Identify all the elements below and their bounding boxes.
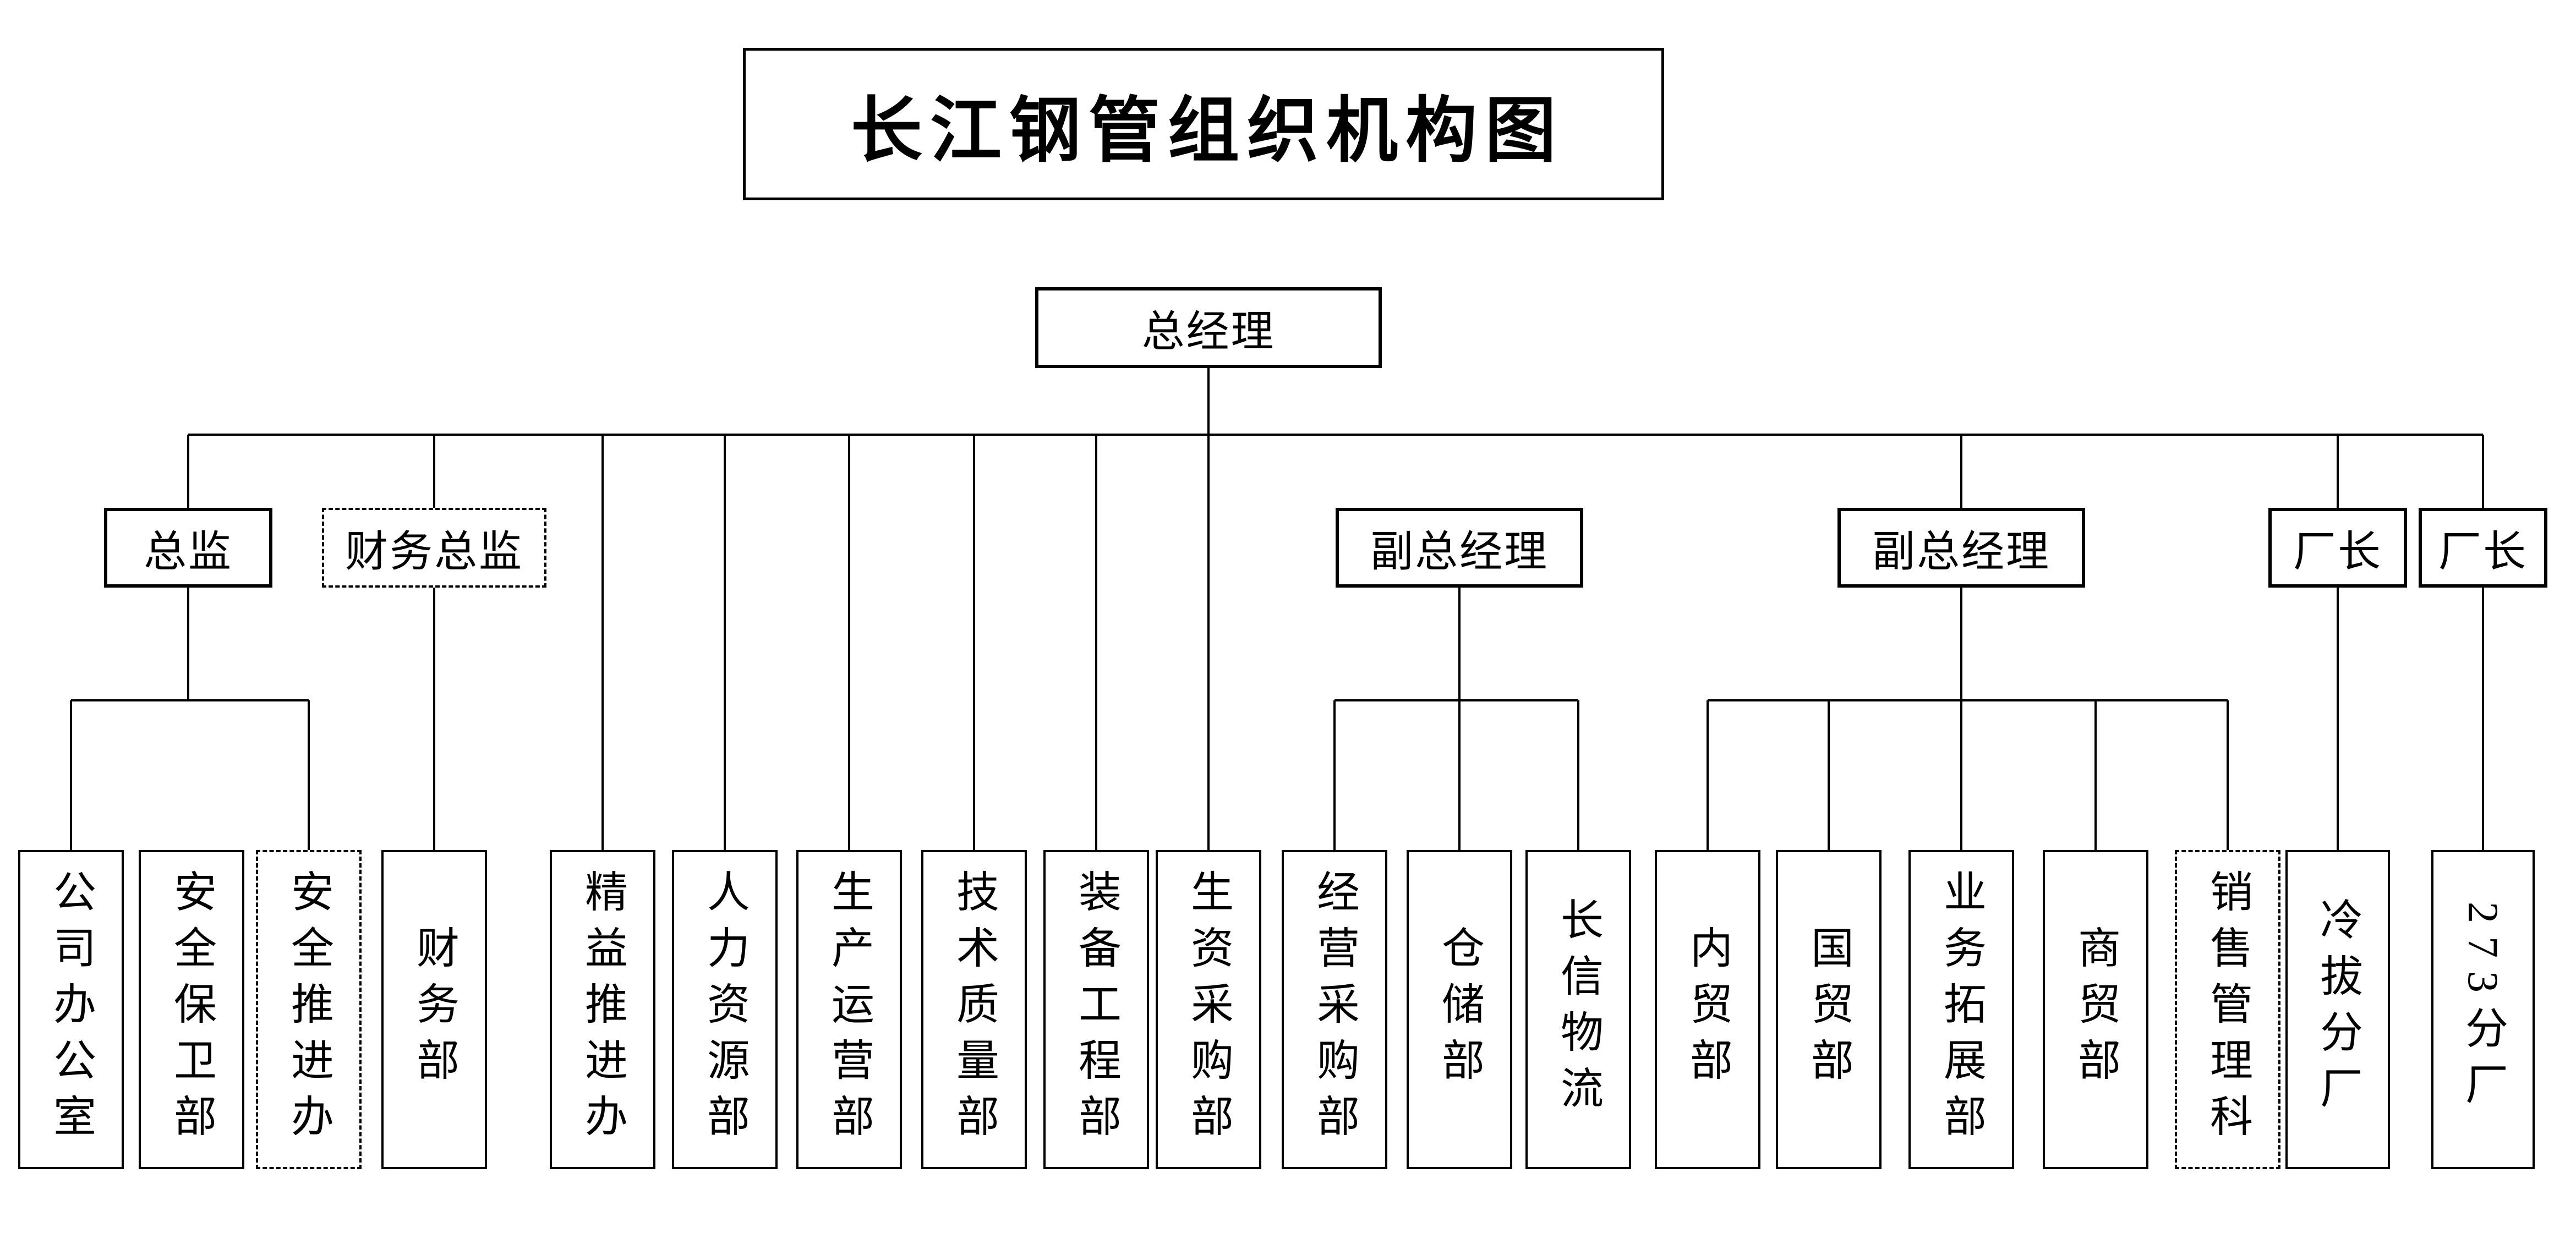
dept-label: 安全推进办: [285, 869, 333, 1150]
node-label: 厂长: [2438, 527, 2528, 575]
dept-business-development: 业务拓展部: [1908, 850, 2014, 1169]
dept-label: 冷拔分厂: [2314, 897, 2362, 1122]
dept-label: 商贸部: [2072, 925, 2120, 1094]
node-label: 副总经理: [1370, 527, 1549, 575]
dept-label: 273分厂: [2459, 901, 2507, 1118]
dept-changxin-logistics: 长信物流: [1525, 850, 1631, 1169]
dept-label: 国贸部: [1805, 925, 1853, 1094]
dept-label: 公司办公室: [47, 869, 95, 1150]
dept-label: 财务部: [411, 925, 458, 1094]
dept-label: 生产运营部: [825, 869, 873, 1150]
dept-label: 安全保卫部: [168, 869, 216, 1150]
dept-label: 长信物流: [1555, 897, 1603, 1122]
dept-production-operations: 生产运营部: [796, 850, 902, 1169]
dept-safety-promotion: 安全推进办: [256, 850, 362, 1169]
dept-label: 生资采购部: [1185, 869, 1233, 1150]
dept-lean-promotion: 精益推进办: [550, 850, 655, 1169]
dept-domestic-trade: 内贸部: [1655, 850, 1760, 1169]
dept-warehouse: 仓储部: [1407, 850, 1512, 1169]
dept-273-branch: 273分厂: [2431, 850, 2535, 1169]
dept-label: 经营采购部: [1311, 869, 1359, 1150]
dept-label: 人力资源部: [701, 869, 749, 1150]
chart-title: 长江钢管组织机构图: [850, 91, 1564, 171]
dept-label: 业务拓展部: [1938, 869, 1986, 1150]
dept-label: 销售管理科: [2204, 869, 2252, 1150]
node-label: 厂长: [2293, 527, 2382, 575]
dept-international-trade: 国贸部: [1776, 850, 1882, 1169]
dept-business-procurement: 经营采购部: [1282, 850, 1387, 1169]
dept-cold-drawing-branch: 冷拔分厂: [2285, 850, 2390, 1169]
node-label: 总经理: [1141, 307, 1276, 355]
dept-label: 装备工程部: [1073, 869, 1120, 1150]
dept-commerce-trade: 商贸部: [2043, 850, 2148, 1169]
dept-label: 内贸部: [1684, 925, 1732, 1094]
dept-materials-procurement: 生资采购部: [1156, 850, 1261, 1169]
node-label: 总监: [143, 527, 233, 575]
dept-equipment-engineering: 装备工程部: [1043, 850, 1149, 1169]
node-general-manager: 总经理: [1035, 287, 1382, 368]
node-factory-director-2: 厂长: [2419, 508, 2547, 588]
node-deputy-general-manager-2: 副总经理: [1837, 508, 2085, 588]
dept-human-resources: 人力资源部: [672, 850, 778, 1169]
node-deputy-general-manager-1: 副总经理: [1336, 508, 1583, 588]
node-director: 总监: [104, 508, 272, 588]
dept-label: 仓储部: [1436, 925, 1484, 1094]
dept-technical-quality: 技术质量部: [921, 850, 1027, 1169]
node-label: 副总经理: [1872, 527, 2050, 575]
dept-label: 精益推进办: [579, 869, 627, 1150]
dept-finance: 财务部: [381, 850, 487, 1169]
chart-title-box: 长江钢管组织机构图: [743, 48, 1664, 200]
node-factory-director-1: 厂长: [2268, 508, 2407, 588]
dept-company-office: 公司办公室: [18, 850, 124, 1169]
dept-label: 技术质量部: [950, 869, 998, 1150]
dept-security-guard: 安全保卫部: [139, 850, 244, 1169]
node-label: 财务总监: [344, 527, 523, 575]
node-finance-director: 财务总监: [322, 508, 546, 588]
dept-sales-management: 销售管理科: [2175, 850, 2280, 1169]
